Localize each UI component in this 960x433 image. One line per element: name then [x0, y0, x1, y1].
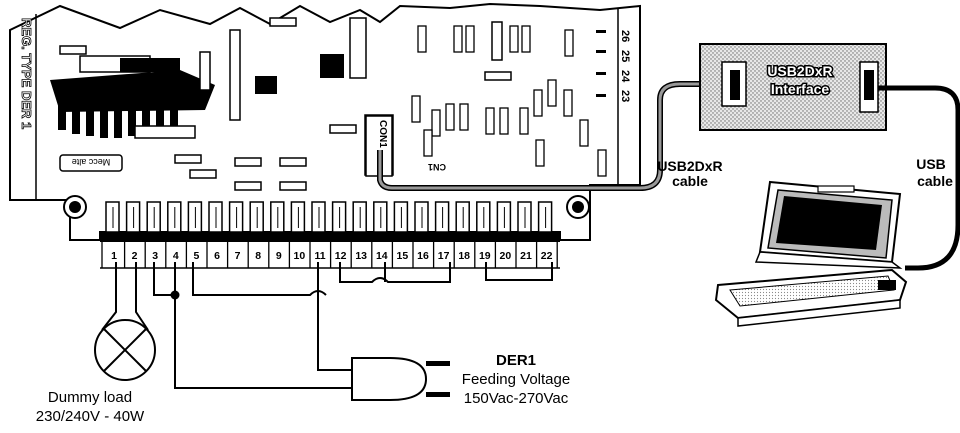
- terminal-number-9: 9: [276, 250, 282, 262]
- interface-title: USB2DxR: [767, 63, 832, 79]
- terminal-number-2: 2: [132, 250, 138, 262]
- terminal-number-11: 11: [314, 250, 325, 262]
- brand-logo: Mecc alte: [72, 157, 111, 167]
- usb-cable-label-2: cable: [917, 173, 953, 189]
- con1-label: CON1: [377, 120, 388, 148]
- dummy-load-lamp-icon: [94, 319, 156, 381]
- terminal-number-20: 20: [500, 250, 512, 262]
- cn1-label: CN1: [428, 162, 446, 172]
- terminal-number-10: 10: [294, 250, 306, 262]
- ic-chip: [255, 54, 344, 94]
- der1-label: DER1: [496, 352, 536, 369]
- terminal-number-1: 1: [111, 250, 117, 262]
- voltage-range-label: 150Vac-270Vac: [464, 390, 569, 407]
- dummy-load-label: Dummy load: [48, 389, 132, 406]
- terminal-number-5: 5: [193, 250, 199, 262]
- usb-cable-label-1: USB: [916, 156, 946, 172]
- feeding-voltage-label: Feeding Voltage: [462, 371, 570, 388]
- logo-box: [59, 154, 123, 172]
- usb2dxr-cable-label-2: cable: [672, 173, 708, 189]
- power-plug-icon: [351, 357, 450, 401]
- interface-subtitle: Interface: [771, 81, 830, 97]
- terminal-number-12: 12: [335, 250, 347, 262]
- terminal-number-16: 16: [417, 250, 429, 262]
- wiring: [101, 262, 553, 389]
- terminal-number-21: 21: [520, 250, 532, 262]
- dummy-load-rating: 230/240V - 40W: [36, 408, 145, 425]
- board-side-label: REG. TYPE DER 1: [19, 18, 34, 129]
- terminal-number-18: 18: [458, 250, 470, 262]
- terminal-number-13: 13: [355, 250, 367, 262]
- terminal-number-15: 15: [397, 250, 409, 262]
- terminal-number-19: 19: [479, 250, 491, 262]
- terminal-number-3: 3: [152, 250, 158, 262]
- wire-junction: [170, 290, 180, 300]
- capacitors: [596, 30, 606, 97]
- board-num-25: 25: [619, 50, 631, 62]
- terminal-number-4: 4: [173, 250, 179, 262]
- heatsink: [50, 55, 215, 138]
- regulator-board: REG. TYPE DER 1: [9, 2, 641, 241]
- usb2dxr-cable-label-1: USB2DxR: [657, 158, 722, 174]
- board-num-23: 23: [619, 90, 631, 102]
- laptop-icon: [714, 180, 908, 327]
- usb-cable: [878, 85, 960, 271]
- resistor-array: [411, 25, 607, 177]
- board-num-24: 24: [619, 70, 631, 83]
- terminal-number-8: 8: [255, 250, 261, 262]
- terminal-number-7: 7: [235, 250, 241, 262]
- terminal-number-22: 22: [541, 250, 553, 262]
- usb2dxr-interface: USB2DxR Interface: [699, 43, 887, 131]
- terminal-number-6: 6: [214, 250, 220, 262]
- board-num-26: 26: [619, 30, 631, 42]
- terminal-number-14: 14: [376, 250, 388, 262]
- terminal-number-17: 17: [438, 250, 450, 262]
